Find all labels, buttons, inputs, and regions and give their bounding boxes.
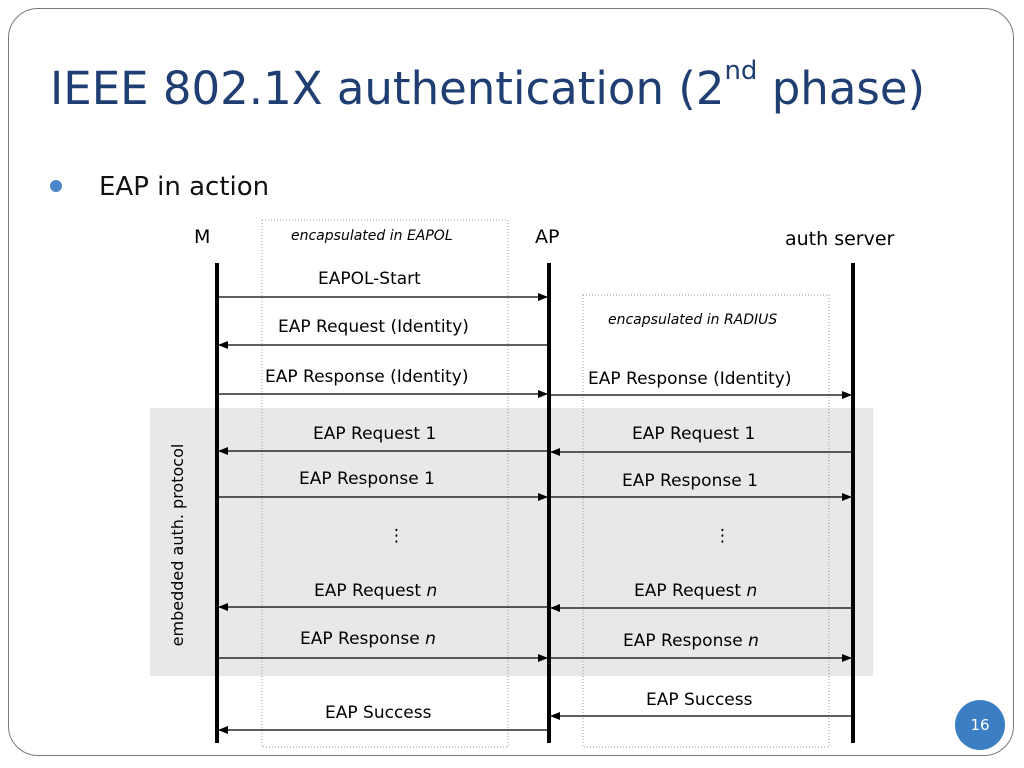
- bullet-dot: [50, 180, 62, 192]
- note-eapol: encapsulated in EAPOL: [291, 228, 453, 244]
- entity-m: M: [194, 226, 211, 248]
- label-success-m: EAP Success: [325, 703, 432, 723]
- embedded-protocol-region: [150, 408, 873, 676]
- ellipsis-m: ⋮: [388, 526, 405, 546]
- label-resp-identity-m: EAP Response (Identity): [265, 367, 469, 387]
- radius-encapsulation-box: [582, 294, 830, 748]
- bullet-text: EAP in action: [99, 172, 270, 202]
- entity-ap: AP: [535, 226, 560, 248]
- ellipsis-srv: ⋮: [714, 526, 731, 546]
- slide-title: IEEE 802.1X authentication (2nd phase): [50, 58, 926, 115]
- eapol-encapsulation-box: [261, 219, 509, 748]
- label-eapol-start: EAPOL-Start: [318, 269, 421, 289]
- label-success-srv: EAP Success: [646, 690, 753, 710]
- label-resp1-srv: EAP Response 1: [622, 471, 758, 491]
- label-req1-srv: EAP Request 1: [632, 424, 756, 444]
- title-main: IEEE 802.1X authentication (2: [50, 62, 725, 115]
- label-resp1-m: EAP Response 1: [299, 469, 435, 489]
- label-respn-m: EAP Response n: [300, 629, 436, 649]
- title-superscript: nd: [724, 56, 758, 86]
- title-end: phase): [757, 62, 926, 115]
- embedded-protocol-label: embedded auth. protocol: [168, 444, 187, 647]
- label-req1-m: EAP Request 1: [313, 424, 437, 444]
- entity-auth-server: auth server: [785, 228, 895, 250]
- label-resp-identity-srv: EAP Response (Identity): [588, 369, 792, 389]
- label-respn-srv: EAP Response n: [623, 631, 759, 651]
- label-reqn-srv: EAP Request n: [634, 581, 758, 601]
- page-number-badge: 16: [955, 700, 1005, 750]
- label-req-identity: EAP Request (Identity): [278, 317, 469, 337]
- note-radius: encapsulated in RADIUS: [608, 312, 778, 328]
- label-reqn-m: EAP Request n: [314, 581, 438, 601]
